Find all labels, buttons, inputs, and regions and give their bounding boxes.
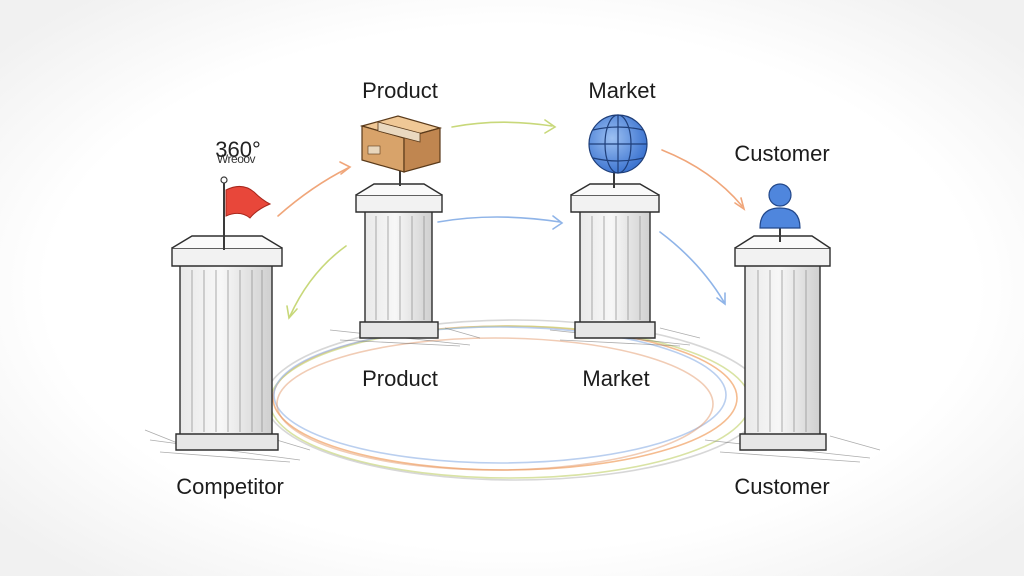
- flag-icon: [220, 176, 272, 250]
- pillar-customer: [734, 226, 831, 451]
- box-icon: [359, 115, 443, 173]
- market-top-label: Market: [588, 78, 656, 103]
- arrow-market-to-customer-mid: [659, 231, 725, 303]
- pillar-competitor: [171, 235, 283, 451]
- arrow-product-to-market: [451, 121, 553, 128]
- globe-icon: [588, 114, 648, 174]
- customer-bottom-label: Customer: [734, 474, 830, 499]
- flow-arrows: [277, 119, 746, 320]
- flag-caption-scribble: Wreoov: [216, 152, 256, 166]
- product-bottom-label: Product: [362, 366, 438, 391]
- customer-top-label: Customer: [734, 141, 830, 166]
- arrow-product-to-market-mid: [437, 216, 561, 223]
- pillar-product: [355, 170, 443, 339]
- pillar-market: [570, 172, 660, 339]
- flag-caption: 360°: [215, 137, 261, 162]
- competitor-bottom-label: Competitor: [176, 474, 284, 499]
- product-top-label: Product: [362, 78, 438, 103]
- market-bottom-label: Market: [582, 366, 650, 391]
- person-icon: [759, 183, 801, 229]
- arrow-competitor-to-product: [277, 167, 349, 217]
- arrow-market-to-customer: [661, 149, 743, 207]
- arrow-product-to-competitor: [289, 245, 347, 317]
